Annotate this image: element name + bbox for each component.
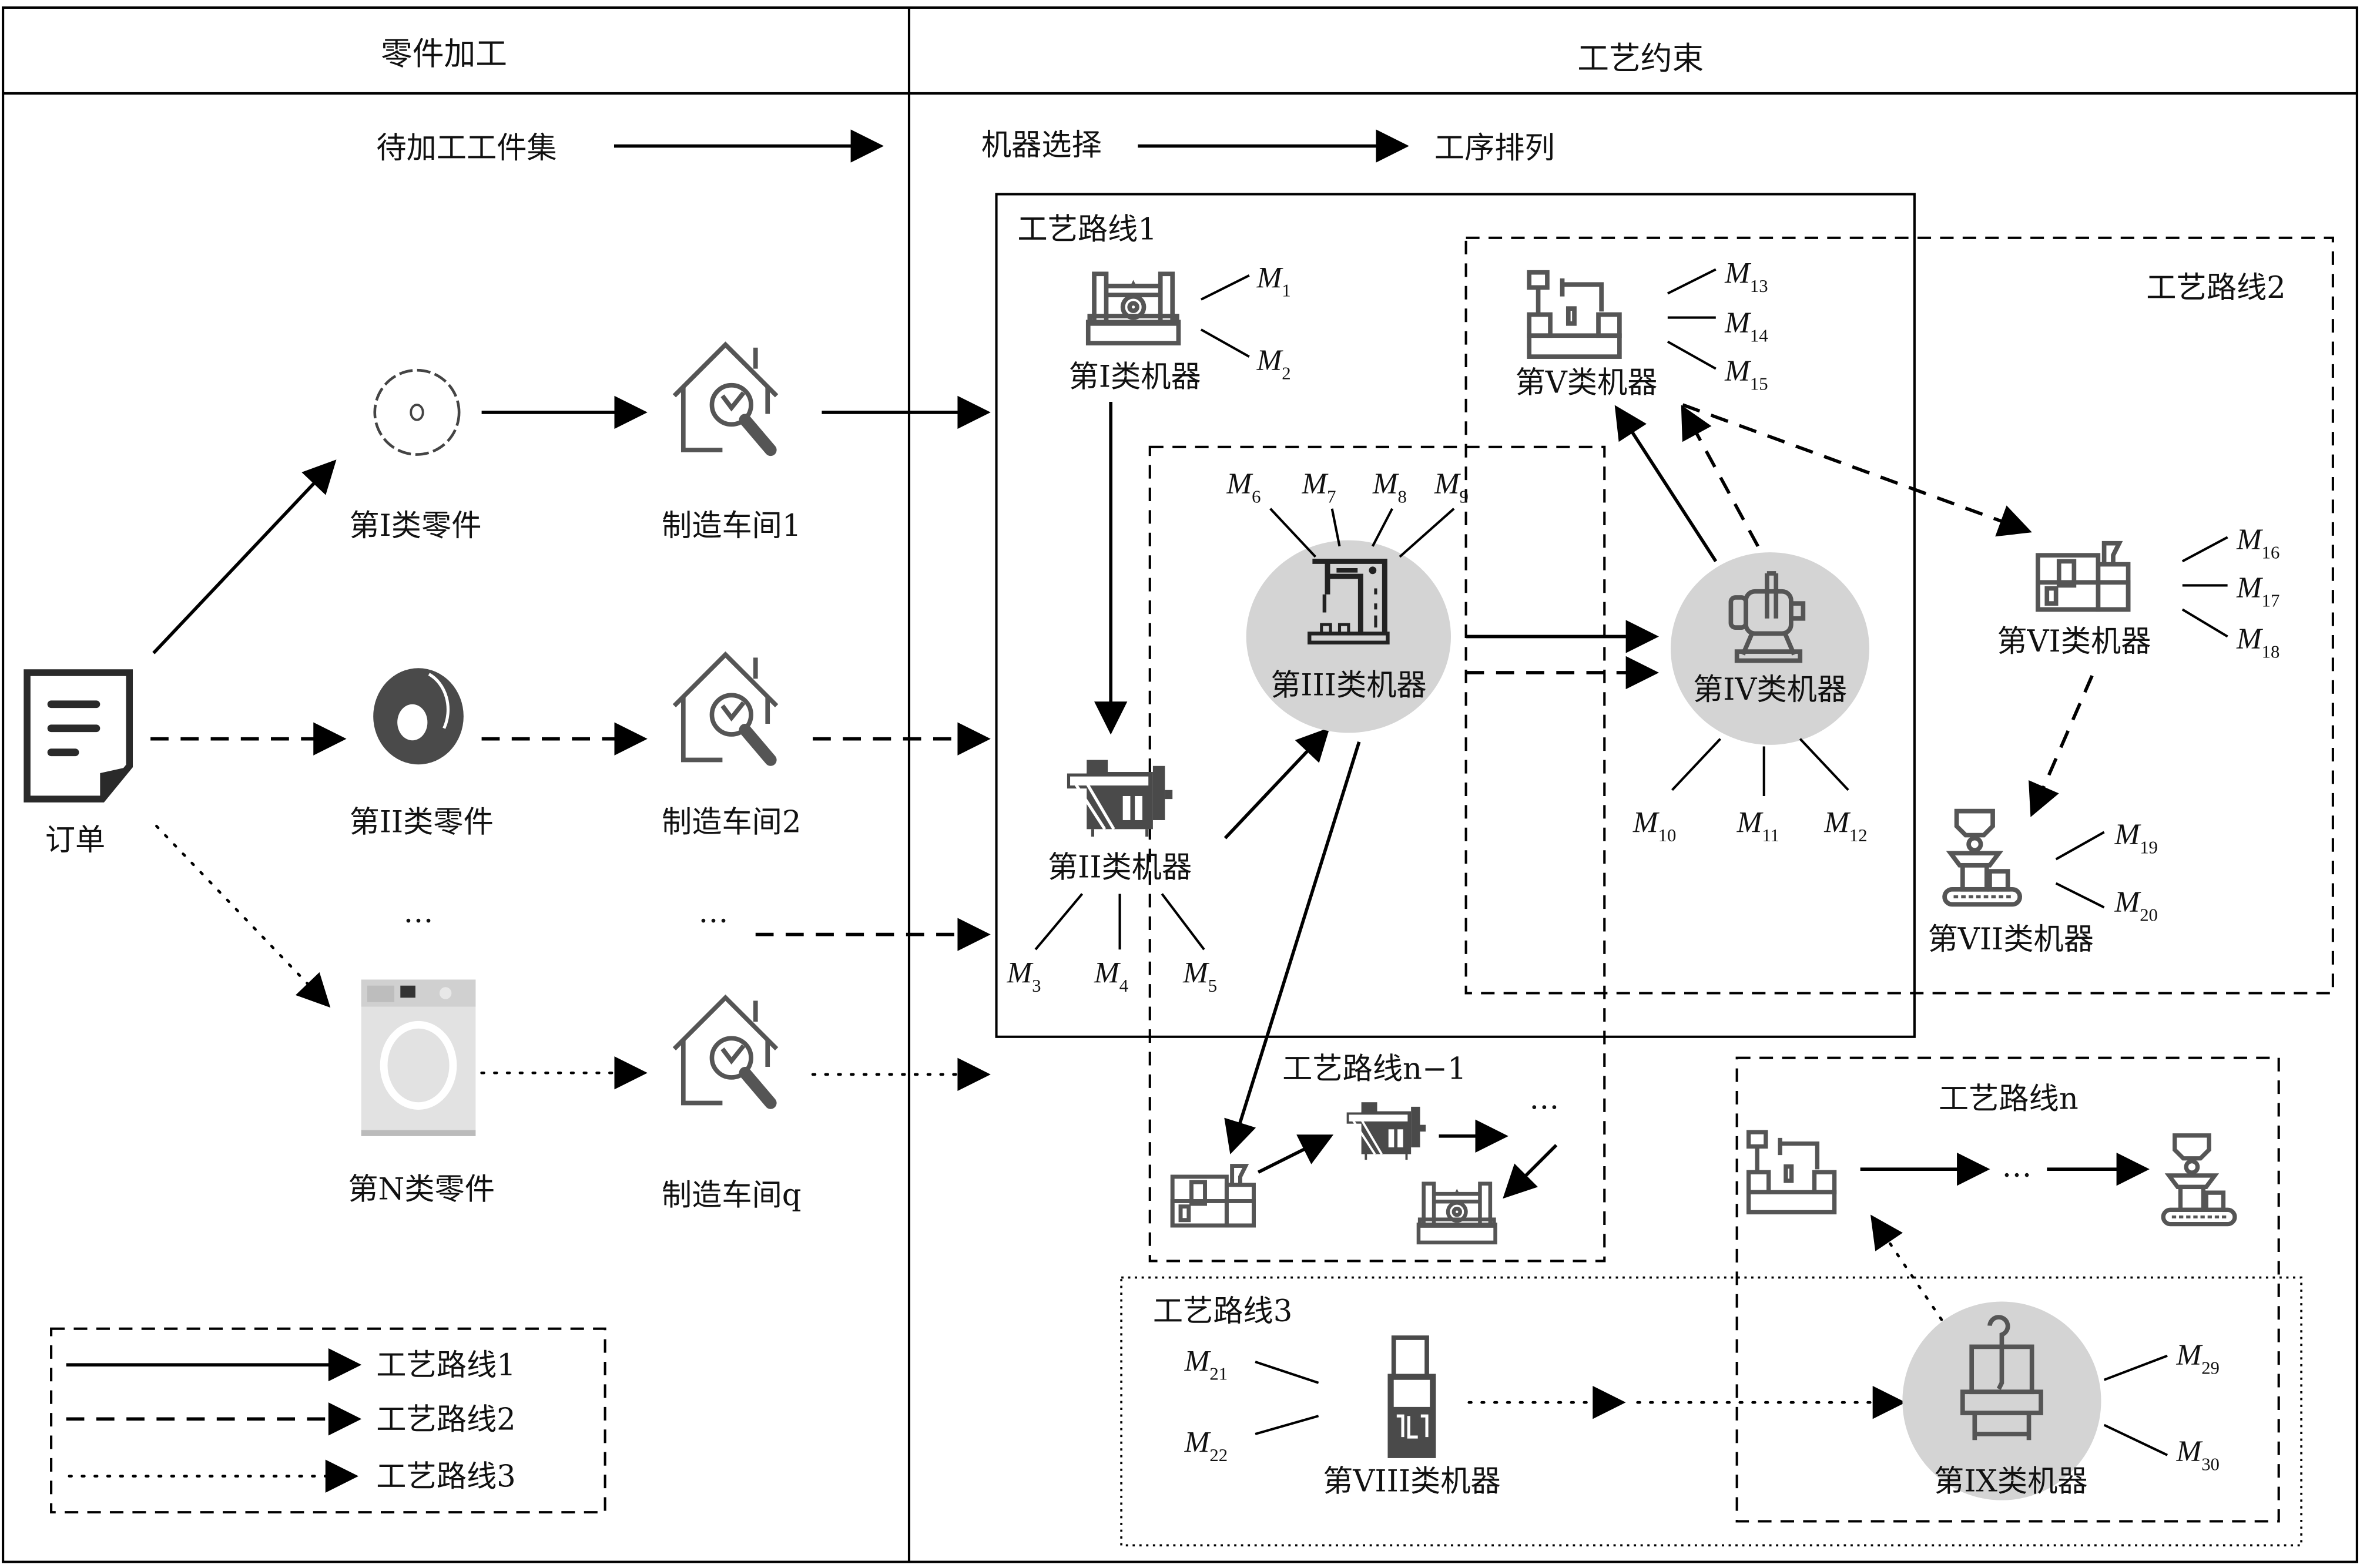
injection-press-icon (1172, 1166, 1253, 1225)
member-m22: M22 (1184, 1426, 1228, 1465)
member-m4: M4 (1094, 956, 1128, 996)
arrow-order-to-part1 (152, 459, 337, 654)
arrow-rn1-step1 (1257, 1134, 1334, 1174)
process-sequence-label: 工序排列 (1434, 130, 1555, 166)
workpiece-set-label: 待加工工件集 (376, 130, 557, 166)
order-label: 订单 (45, 822, 105, 858)
outer-frame (2, 6, 2358, 1563)
part-n-label: 第N类零件 (348, 1171, 495, 1207)
route-2-title: 工艺路线2 (2146, 270, 2285, 305)
member-m19: M19 (2114, 818, 2158, 857)
machine-7-label: 第VII类机器 (1928, 922, 2094, 957)
part-2-label: 第II类零件 (349, 804, 493, 840)
extruder-icon (1068, 760, 1172, 837)
route-2-box (1464, 236, 2334, 995)
welding-machine-icon (1749, 1132, 1835, 1212)
member-m5: M5 (1182, 956, 1217, 996)
member-m17: M17 (2236, 571, 2279, 610)
workshop-icon (674, 654, 776, 760)
machine-6-label: 第VI类机器 (1997, 624, 2151, 659)
member-m15: M15 (1724, 354, 1768, 394)
machine-4-label: 第IV类机器 (1693, 672, 1847, 707)
injection-press-icon (2038, 543, 2128, 610)
arrow-rn1-step3 (1503, 1144, 1558, 1199)
highlight-circle (1902, 1301, 2101, 1500)
arrow-m3-to-route-n-minus-1 (1224, 741, 1361, 1154)
route-n-minus-1-ellipsis: … (1529, 1082, 1559, 1117)
arrow-m4-to-m5-solid (1614, 405, 1718, 562)
route-1-title: 工艺路线1 (1017, 211, 1156, 247)
member-m20: M20 (2114, 885, 2158, 925)
route-n-minus-1-title: 工艺路线n−1 (1282, 1052, 1466, 1087)
workshop-q-label: 制造车间q (662, 1178, 802, 1213)
member-m1: M1 (1256, 261, 1291, 300)
parts-ellipsis: … (403, 895, 433, 930)
washing-machine-icon (361, 979, 476, 1136)
legend-label-3: 工艺路线3 (376, 1459, 515, 1495)
legend: 工艺路线1 工艺路线2 工艺路线3 (50, 1327, 606, 1514)
control-cabinet-icon (1387, 1338, 1436, 1458)
highlight-circle (1246, 540, 1451, 733)
legend-label-1: 工艺路线1 (376, 1348, 515, 1383)
lathe-icon (1088, 274, 1179, 343)
member-m9: M9 (1434, 467, 1469, 506)
machine-9-label: 第IX类机器 (1934, 1463, 2088, 1499)
extruder-icon (1346, 1101, 1427, 1161)
workshop-1-label: 制造车间1 (662, 508, 801, 543)
member-m7: M7 (1301, 467, 1336, 506)
route-3-title: 工艺路线3 (1153, 1294, 1292, 1329)
member-m6: M6 (1226, 467, 1261, 506)
member-m14: M14 (1724, 306, 1768, 345)
disc-icon (373, 668, 464, 765)
arrow-m6-to-m7 (2029, 674, 2094, 817)
arrow-m4-to-m5-dashed (1681, 405, 1759, 548)
workshop-2-label: 制造车间2 (662, 804, 801, 840)
workshop-icon (674, 345, 776, 450)
part-1-label: 第I类零件 (349, 508, 481, 543)
member-m11: M11 (1737, 805, 1779, 845)
highlight-circle (1670, 552, 1870, 745)
machine-8-label: 第VIII类机器 (1323, 1463, 1501, 1499)
member-m30: M30 (2176, 1435, 2220, 1474)
member-m21: M21 (1184, 1344, 1228, 1384)
member-m3: M3 (1006, 956, 1041, 996)
legend-label-2: 工艺路线2 (376, 1402, 515, 1437)
machine-selection-label: 机器选择 (981, 127, 1102, 163)
route-n-box (1735, 1056, 2280, 1523)
route-3-box (1120, 1276, 2302, 1547)
header-process-constraints: 工艺约束 (1577, 40, 1704, 77)
member-m18: M18 (2236, 622, 2279, 662)
machine-1-label: 第I类机器 (1069, 359, 1201, 394)
member-m10: M10 (1632, 805, 1676, 845)
route-1-box (995, 193, 1916, 1038)
machine-5-label: 第V类机器 (1516, 365, 1658, 401)
workshop-icon (674, 998, 776, 1103)
document-icon (24, 669, 133, 803)
route-n-minus-1-box (1148, 445, 1606, 1263)
packaging-robot-icon (1945, 811, 2020, 905)
welding-machine-icon (1529, 273, 1620, 357)
saw-blade-icon (373, 368, 461, 456)
route-n-ellipsis: … (2002, 1149, 2032, 1184)
lathe-icon (1419, 1184, 1496, 1243)
arrow-order-to-partn (155, 824, 331, 1008)
packaging-robot-icon (2163, 1136, 2235, 1224)
member-m8: M8 (1372, 467, 1407, 506)
member-m12: M12 (1823, 805, 1867, 845)
member-m13: M13 (1724, 257, 1768, 296)
arrow-m9-to-route-n (1870, 1214, 1943, 1321)
member-m16: M16 (2236, 523, 2279, 562)
machine-3-label: 第III类机器 (1270, 667, 1427, 703)
member-m29: M29 (2176, 1338, 2220, 1378)
arrow-m2-to-m3 (1223, 727, 1330, 840)
header-part-processing: 零件加工 (381, 35, 507, 72)
member-m2: M2 (1256, 344, 1291, 383)
arrow-m5-to-m6 (1682, 403, 2032, 537)
workshops-ellipsis: … (698, 895, 728, 930)
machine-2-label: 第II类机器 (1048, 850, 1192, 885)
route-n-title: 工艺路线n (1939, 1082, 2079, 1117)
